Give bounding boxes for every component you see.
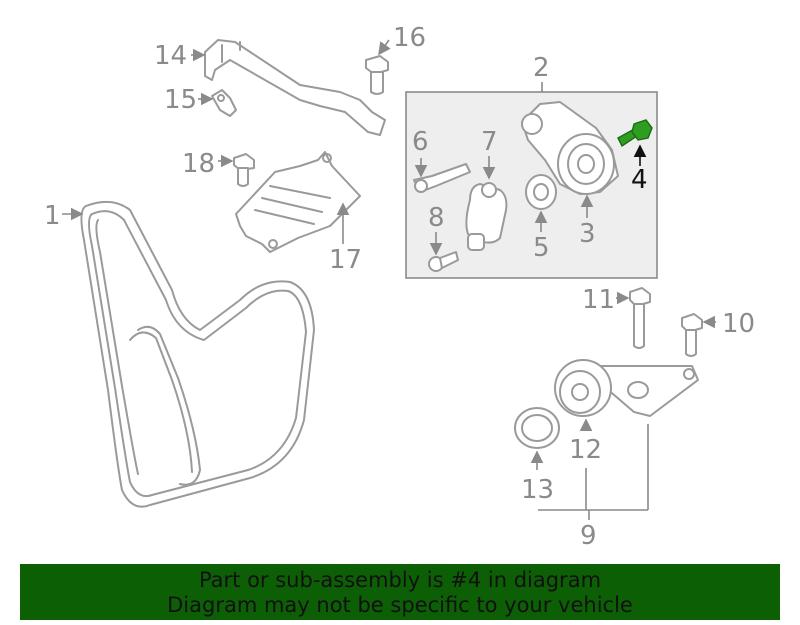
callout-17: 17 bbox=[329, 245, 362, 275]
callout-7: 7 bbox=[481, 127, 498, 157]
callout-4: 4 bbox=[631, 165, 648, 195]
callout-16: 16 bbox=[393, 23, 426, 53]
idler-pulley-12[interactable] bbox=[554, 359, 612, 417]
dust-cap-13[interactable] bbox=[514, 407, 560, 449]
callout-13: 13 bbox=[521, 475, 554, 505]
bolt-10[interactable] bbox=[681, 313, 703, 357]
callout-9: 9 bbox=[580, 521, 597, 551]
banner-line-part: Part or sub-assembly is #4 in diagram bbox=[198, 568, 602, 592]
callout-15: 15 bbox=[164, 85, 197, 115]
callout-11: 11 bbox=[582, 285, 615, 315]
callout-numbers: 1 2 3 4 5 6 7 8 9 10 11 12 13 14 15 16 1… bbox=[44, 23, 755, 551]
bolt-11[interactable] bbox=[629, 287, 651, 349]
pulley-5[interactable] bbox=[525, 174, 557, 210]
bolt-18[interactable] bbox=[233, 153, 255, 187]
callout-5: 5 bbox=[533, 233, 550, 263]
serpentine-belt[interactable] bbox=[80, 200, 315, 508]
banner-line-disclaimer: Diagram may not be specific to your vehi… bbox=[167, 593, 633, 617]
callout-18: 18 bbox=[182, 149, 215, 179]
bracket-14[interactable] bbox=[204, 39, 386, 136]
disclaimer-banner: Part or sub-assembly is #4 in diagram Di… bbox=[20, 564, 780, 620]
bolt-4-highlighted[interactable] bbox=[617, 119, 653, 148]
damper-7[interactable] bbox=[465, 182, 508, 251]
bolt-16[interactable] bbox=[365, 55, 389, 95]
callout-2: 2 bbox=[533, 53, 550, 83]
leader-lines bbox=[62, 39, 716, 520]
callout-6: 6 bbox=[412, 127, 429, 157]
clip-15[interactable] bbox=[211, 89, 237, 117]
pin-6[interactable] bbox=[413, 163, 471, 193]
callout-14: 14 bbox=[154, 41, 187, 71]
callout-1: 1 bbox=[44, 201, 61, 231]
callout-8: 8 bbox=[428, 203, 445, 233]
callout-10: 10 bbox=[722, 309, 755, 339]
bolt-8[interactable] bbox=[428, 251, 459, 272]
callout-3: 3 bbox=[579, 219, 596, 249]
callout-12: 12 bbox=[569, 435, 602, 465]
tensioner-3[interactable] bbox=[521, 101, 619, 195]
